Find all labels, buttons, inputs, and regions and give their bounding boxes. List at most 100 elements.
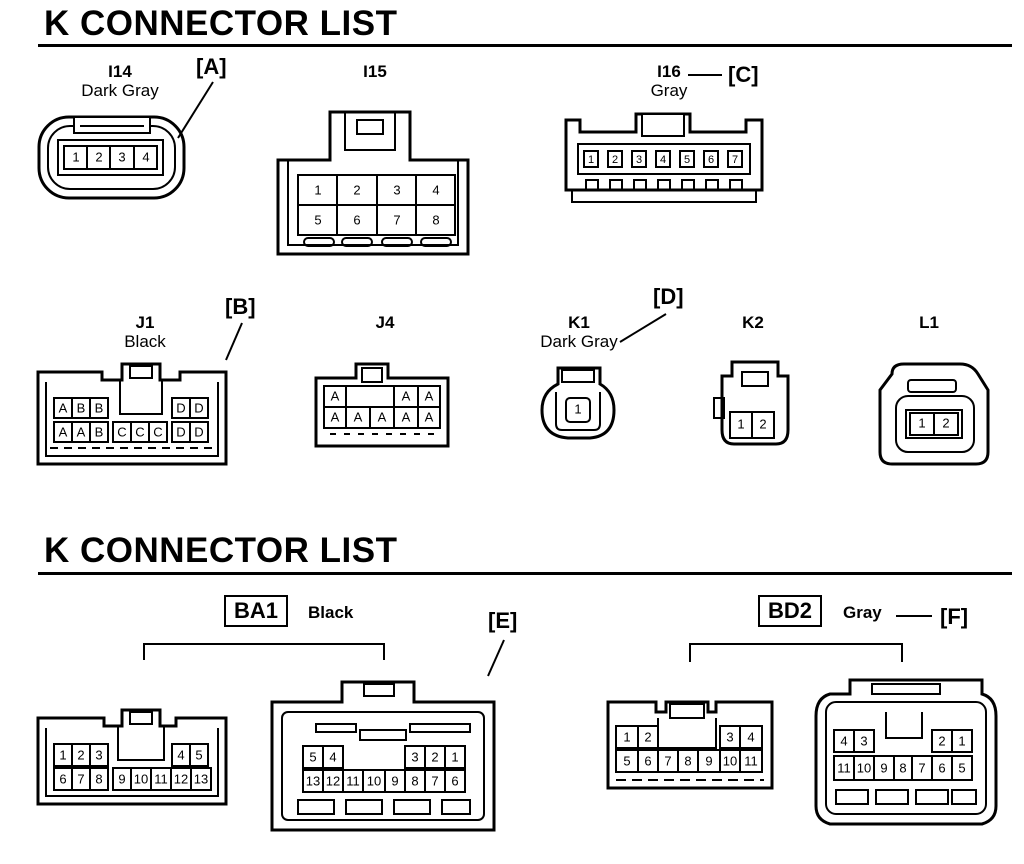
j1-pin: A — [77, 424, 86, 439]
bd2-left-pin: 8 — [684, 753, 691, 768]
i16-pin: 6 — [708, 154, 714, 166]
bd2-left-pin: 7 — [664, 753, 671, 768]
i16-pin: 1 — [588, 154, 594, 166]
j4-pin: A — [402, 409, 411, 424]
ba1-left-pin: 8 — [95, 771, 102, 786]
connector-i14-label: I14 Dark Gray — [60, 62, 180, 100]
i14-pin: 3 — [118, 149, 125, 164]
callout-f: [F] — [940, 604, 969, 629]
l1-pin: 1 — [918, 415, 925, 430]
ba1-right-pin: 8 — [411, 773, 418, 788]
connector-ba1-id: BA1 — [224, 595, 289, 628]
bd2-right-pin: 9 — [880, 760, 887, 775]
bd2-right-pin: 2 — [938, 733, 945, 748]
j1-pin: A — [59, 424, 68, 439]
ba1-left-pin: 5 — [195, 747, 202, 762]
connector-bd2-id: BD2 — [758, 595, 823, 628]
j4-pin: A — [425, 388, 434, 403]
k1-pin: 1 — [574, 401, 581, 416]
ba1-left-pin: 6 — [59, 771, 66, 786]
section-title-2: K CONNECTOR LIST — [44, 531, 398, 570]
ba1-right-pin: 7 — [431, 773, 438, 788]
ba1-right-pin: 12 — [326, 773, 340, 788]
ba1-right-pin: 10 — [367, 773, 381, 788]
bd2-right-pin: 5 — [958, 760, 965, 775]
i15-pin: 7 — [393, 212, 400, 227]
i16-pin: 2 — [612, 154, 618, 166]
i16-pin: 7 — [732, 154, 738, 166]
bd2-left-pin: 6 — [644, 753, 651, 768]
bd2-right-pin: 7 — [918, 760, 925, 775]
connector-l1-id: L1 — [919, 313, 939, 332]
bd2-right-pin: 4 — [840, 733, 847, 748]
callout-c: [C] — [728, 62, 759, 87]
connector-k2-id: K2 — [742, 313, 764, 332]
ba1-right-pin: 1 — [451, 749, 458, 764]
bd2-left-pin: 9 — [705, 753, 712, 768]
connector-i16-label: I16 Gray — [636, 62, 702, 100]
connector-i16-color: Gray — [650, 80, 688, 100]
connector-k1-id: K1 — [568, 313, 590, 332]
j1-pin: D — [176, 424, 185, 439]
j1-pin: C — [153, 424, 162, 439]
ba1-left-pin: 1 — [59, 747, 66, 762]
ba1-right-pin: 6 — [451, 773, 458, 788]
j4-pin: A — [331, 409, 340, 424]
connector-i16-id: I16 — [657, 62, 681, 81]
j1-pin: C — [135, 424, 144, 439]
connector-j1-label: J1 Black — [105, 313, 185, 351]
i15-pin: 1 — [314, 182, 321, 197]
connector-bd2-color: Gray — [843, 603, 882, 622]
j4-pin: A — [354, 409, 363, 424]
ba1-left-pin: 12 — [174, 771, 188, 786]
connector-l1-label: L1 — [904, 313, 954, 333]
callout-f-leader — [896, 615, 932, 617]
j4-pin: A — [402, 388, 411, 403]
ba1-left-pin: 13 — [194, 771, 208, 786]
i14-pin: 1 — [72, 149, 79, 164]
i15-pin: 6 — [353, 212, 360, 227]
bd2-right-pin: 11 — [837, 760, 851, 775]
bd2-left-pin: 5 — [623, 753, 630, 768]
j1-pin: D — [176, 400, 185, 415]
j1-pin: B — [95, 424, 104, 439]
callout-b: [B] — [225, 294, 256, 319]
j1-pin: A — [59, 400, 68, 415]
ba1-left-pin: 7 — [77, 771, 84, 786]
callout-a: [A] — [196, 54, 227, 79]
j1-pin: C — [117, 424, 126, 439]
i15-pin: 2 — [353, 182, 360, 197]
bd2-right-pin: 10 — [857, 760, 871, 775]
ba1-right-pin: 2 — [431, 749, 438, 764]
i16-pin: 5 — [684, 154, 690, 166]
section-rule-2 — [38, 572, 1012, 575]
connector-k2-label: K2 — [728, 313, 778, 333]
i15-pin: 8 — [432, 212, 439, 227]
bd2-right-pin: 1 — [958, 733, 965, 748]
ba1-left-pin: 4 — [177, 747, 184, 762]
connector-j4-label: J4 — [360, 313, 410, 333]
ba1-right-pin: 5 — [309, 749, 316, 764]
connector-k1-color: Dark Gray — [540, 331, 618, 351]
callout-c-leader — [688, 74, 722, 76]
j1-pin: B — [95, 400, 104, 415]
ba1-left-pin: 10 — [134, 771, 148, 786]
section-title-1: K CONNECTOR LIST — [44, 4, 398, 43]
ba1-left-pin: 9 — [118, 771, 125, 786]
bd2-left-pin: 10 — [723, 753, 737, 768]
ba1-right-pin: 11 — [346, 773, 360, 788]
connector-j1-id: J1 — [135, 313, 155, 332]
i15-pin: 4 — [432, 182, 439, 197]
j1-pin: B — [77, 400, 86, 415]
connector-k1-label: K1 Dark Gray — [532, 313, 626, 351]
ba1-left-pin: 3 — [95, 747, 102, 762]
